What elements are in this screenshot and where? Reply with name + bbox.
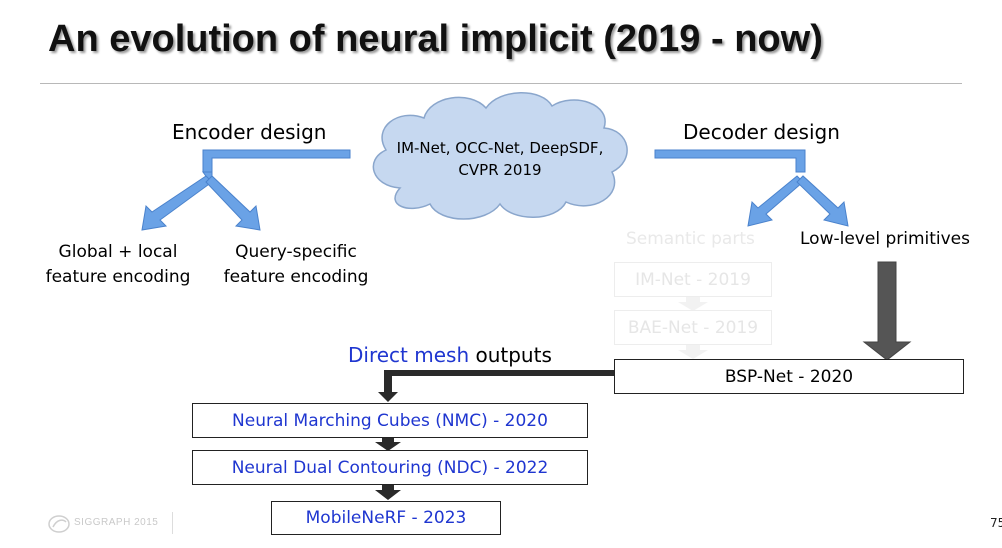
direct-mesh-text: Direct mesh <box>348 343 470 367</box>
siggraph-logo-mark <box>48 515 70 533</box>
direct-mesh-outputs-label: Direct mesh outputs <box>348 343 552 367</box>
mobilenerf-box: MobileNeRF - 2023 <box>271 501 501 535</box>
outputs-text: outputs <box>469 343 552 367</box>
siggraph-logo-text: SIGGRAPH 2015 <box>74 517 159 528</box>
global-local-encoding: Global + local feature encoding <box>38 240 198 290</box>
ndc-box: Neural Dual Contouring (NDC) - 2022 <box>192 450 588 485</box>
direct-mesh-arrow <box>378 370 614 402</box>
page-title: An evolution of neural implicit (2019 - … <box>48 18 823 60</box>
decoder-design-label: Decoder design <box>683 120 840 144</box>
cloud-label-line2: CVPR 2019 <box>458 161 542 179</box>
siggraph-logo: SIGGRAPH 2015 <box>48 513 174 535</box>
cloud-label: IM-Net, OCC-Net, DeepSDF, CVPR 2019 <box>380 137 620 181</box>
cloud-label-line1: IM-Net, OCC-Net, DeepSDF, <box>396 139 604 157</box>
query-specific-line2: feature encoding <box>223 267 369 287</box>
bspnet-box: BSP-Net - 2020 <box>614 359 964 394</box>
global-local-line2: feature encoding <box>45 267 191 287</box>
query-specific-encoding: Query-specific feature encoding <box>214 240 378 290</box>
query-specific-line1: Query-specific <box>235 242 357 262</box>
low-level-primitives-label: Low-level primitives <box>800 229 970 249</box>
global-local-line1: Global + local <box>58 242 178 262</box>
semantic-parts-label: Semantic parts <box>626 229 755 249</box>
page-number: 75 <box>990 516 1002 530</box>
nmc-box: Neural Marching Cubes (NMC) - 2020 <box>192 403 588 438</box>
low-level-down-arrow <box>862 261 912 361</box>
decoder-branch-arrow <box>654 149 849 227</box>
footer-divider <box>172 512 173 534</box>
baenet-box: BAE-Net - 2019 <box>614 310 772 345</box>
faded-arrows <box>678 297 708 359</box>
encoder-design-label: Encoder design <box>172 120 327 144</box>
mesh-step-arrows <box>375 437 401 500</box>
title-divider <box>40 83 962 84</box>
cloud-shape <box>372 92 628 220</box>
imnet-box: IM-Net - 2019 <box>614 262 772 297</box>
encoder-branch-arrow <box>141 149 351 231</box>
